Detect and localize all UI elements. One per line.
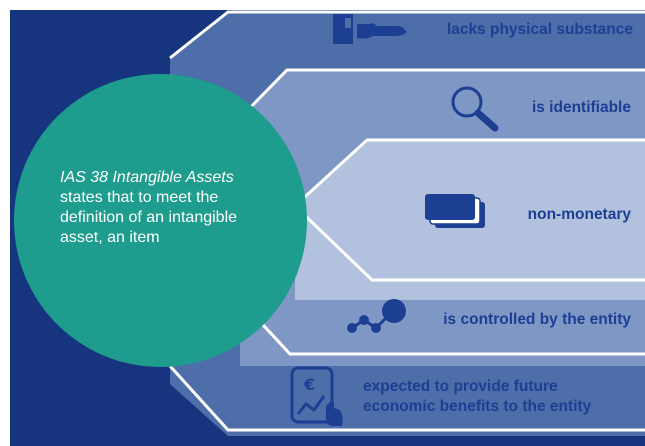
criterion-is-controlled: is controlled by the entity xyxy=(443,311,631,328)
divider-4 xyxy=(293,204,645,282)
standard-title: IAS 38 Intangible Assets xyxy=(60,169,234,186)
definition-circle xyxy=(14,74,307,367)
magnifier-icon xyxy=(451,86,499,132)
definition-text: IAS 38 Intangible Assets states that to … xyxy=(60,168,280,248)
svg-text:€: € xyxy=(303,375,315,394)
criterion-non-monetary: non-monetary xyxy=(527,206,631,223)
card-stack-icon xyxy=(425,194,485,228)
future-benefits-line-2: economic benefits to the entity xyxy=(363,398,592,415)
divider-2 xyxy=(238,68,645,120)
chevron-layer-5 xyxy=(170,366,645,436)
criterion-lacks-physical-substance: lacks physical substance xyxy=(446,21,633,38)
divider-6 xyxy=(168,364,645,432)
definition-body: states that to meet the definition of an… xyxy=(60,189,238,246)
criterion-expected-future-benefits: expected to provide future economic bene… xyxy=(363,377,591,417)
hand-with-box-icon xyxy=(333,14,407,44)
tablet-euro-chart-icon: € xyxy=(290,366,343,426)
criterion-is-identifiable: is identifiable xyxy=(531,99,631,116)
network-nodes-icon xyxy=(347,299,406,333)
divider-1 xyxy=(169,10,645,60)
divider-3 xyxy=(293,138,645,208)
future-benefits-line-1: expected to provide future xyxy=(363,378,558,395)
